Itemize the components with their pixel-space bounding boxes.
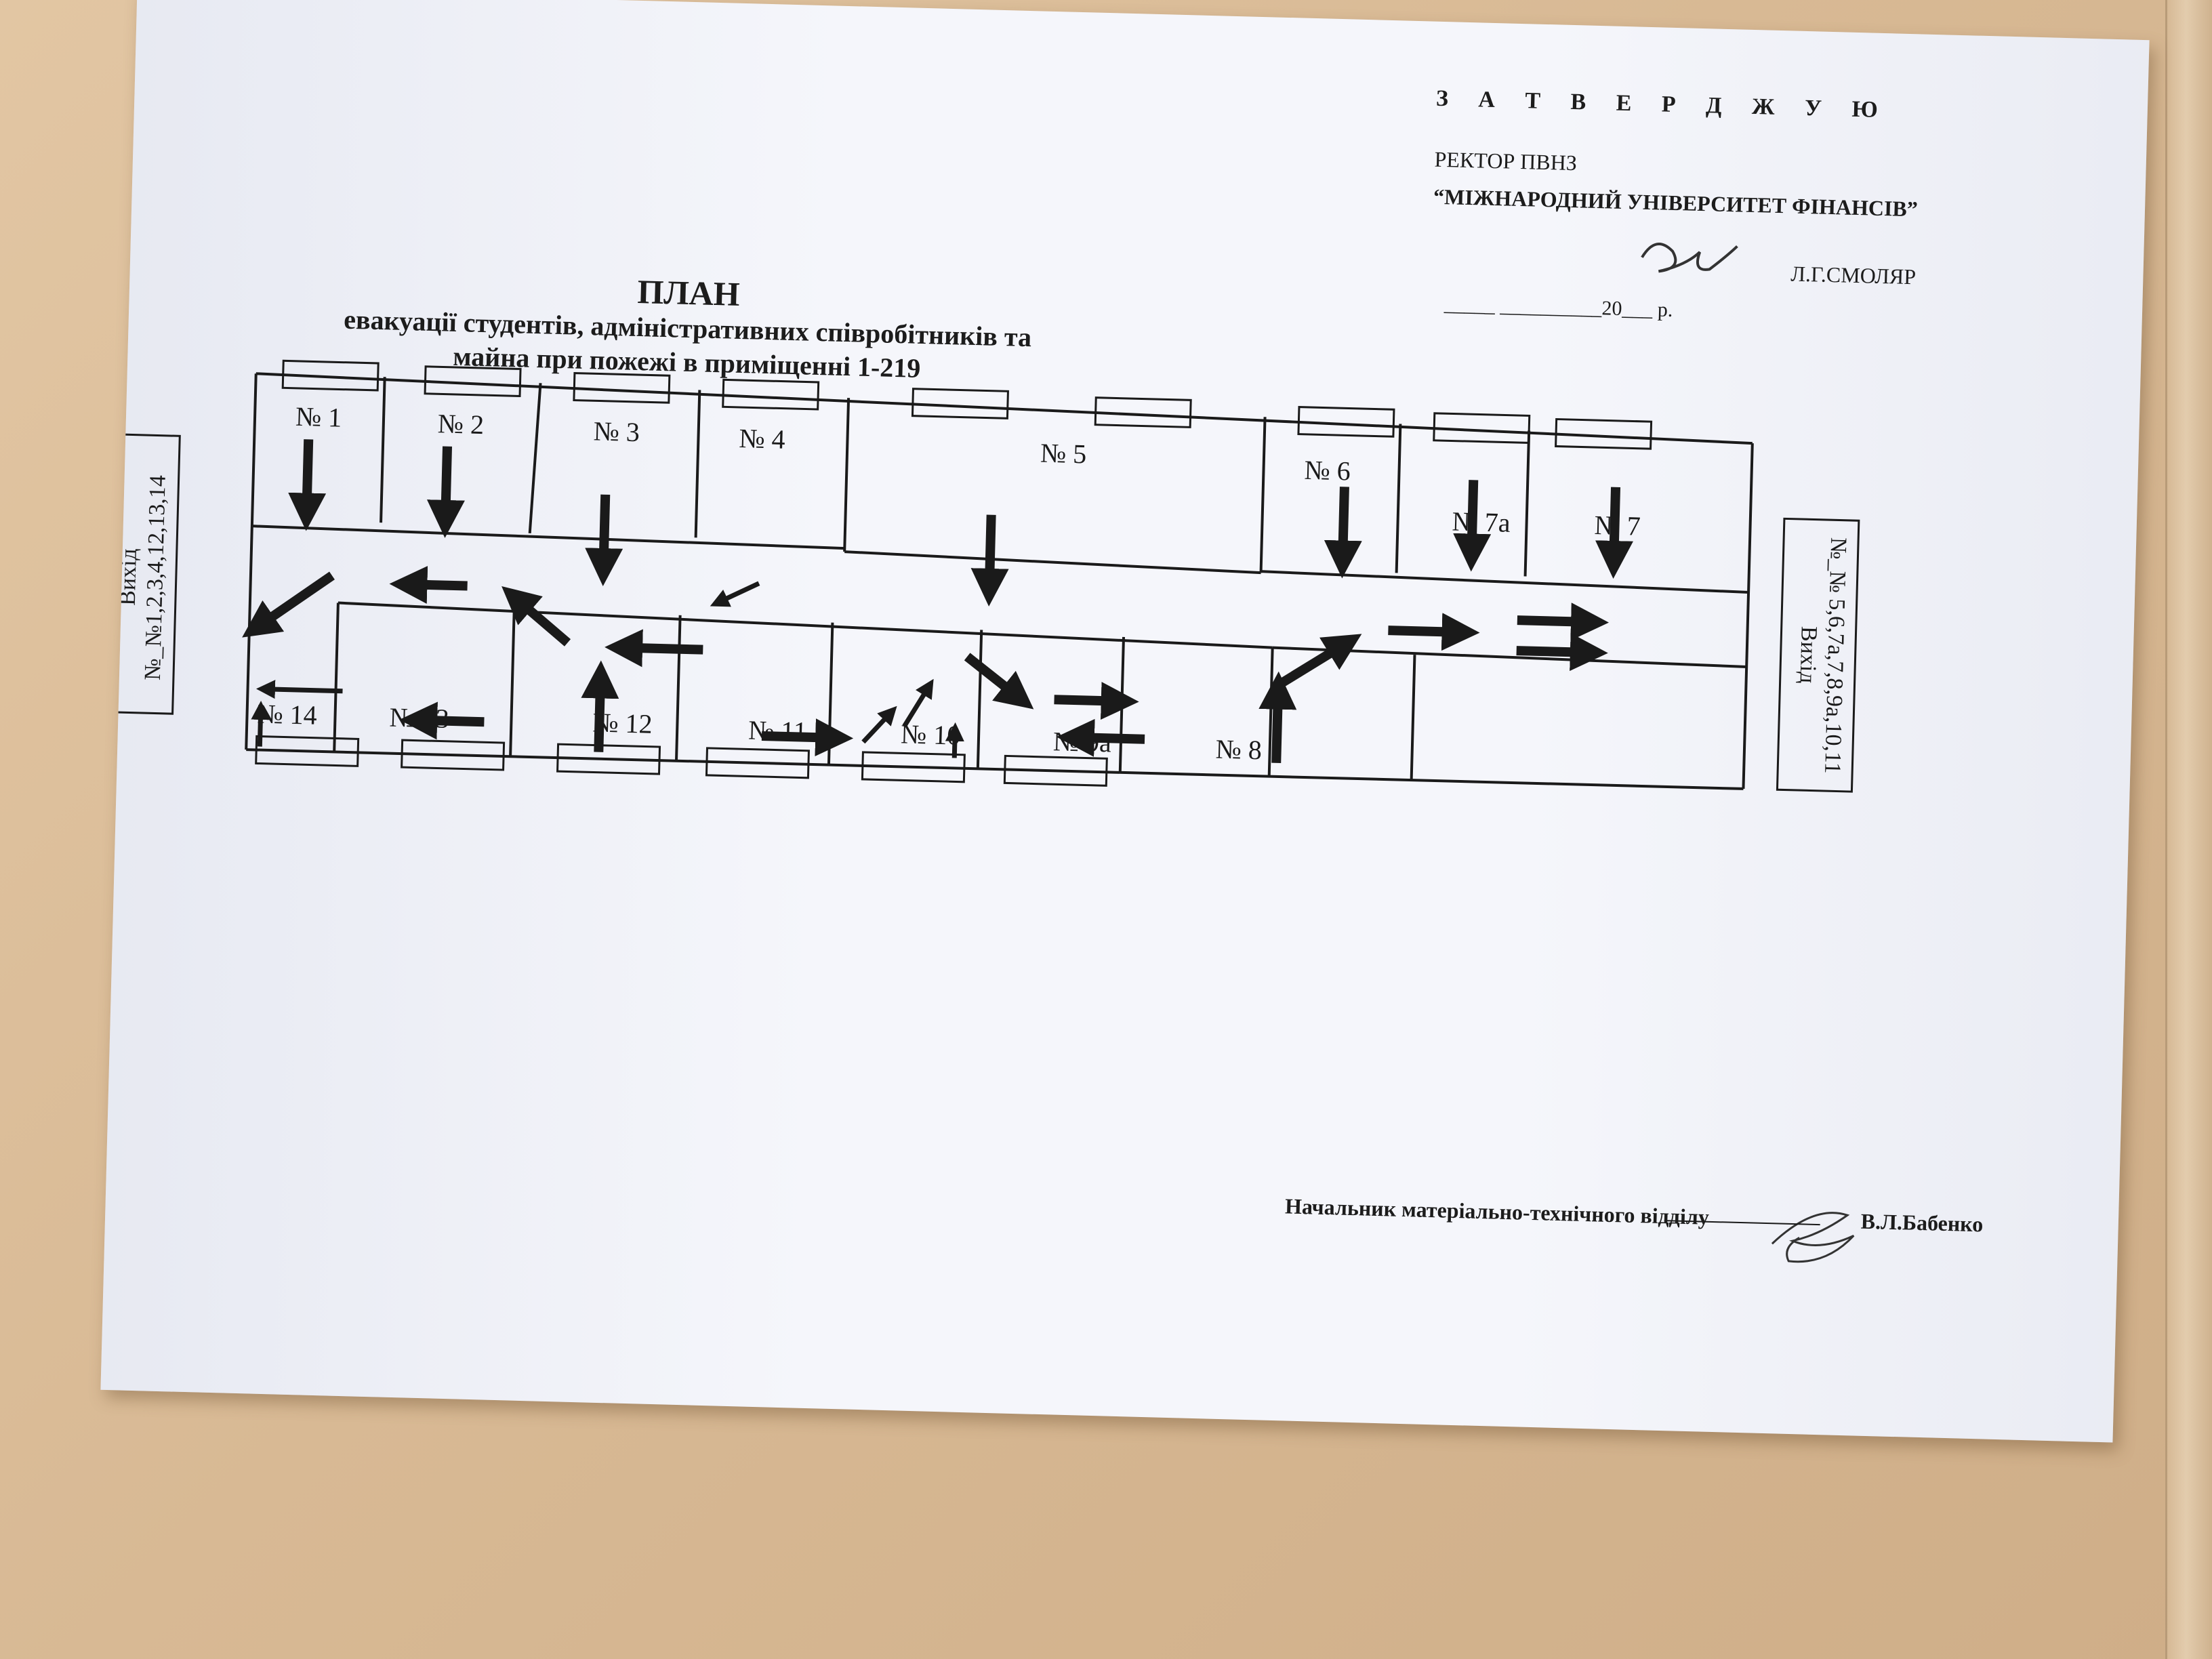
room-label: № 1 xyxy=(295,401,342,433)
evacuation-arrows xyxy=(242,439,1633,764)
evacuation-plan-sheet: З А Т В Е Р Д Ж У Ю РЕКТОР ПВНЗ “МІЖНАРО… xyxy=(100,0,2150,1443)
footer-name: В.Л.Бабенко xyxy=(1860,1208,1984,1237)
room-label: № 5 xyxy=(1040,438,1086,470)
room-label: № 4 xyxy=(739,423,785,455)
room-label: № 2 xyxy=(437,408,484,440)
exit-left-rooms: №_№1,2,3,4,12,13,14 xyxy=(140,475,171,681)
exit-right: Вихід №_№ 5,6,7а,7,8,9а,10,11 xyxy=(1776,517,1860,793)
room-label: № 3 xyxy=(593,415,640,447)
room-label: № 7а xyxy=(1452,506,1511,538)
rector-signature xyxy=(1641,243,1738,273)
room-label: № 14 xyxy=(257,698,317,730)
windows xyxy=(255,359,1653,787)
door-frame xyxy=(2165,0,2212,1659)
evacuation-arrows-small xyxy=(251,581,964,758)
building-walls xyxy=(245,372,1754,790)
manager-signature xyxy=(1771,1212,1855,1263)
room-label: № 6 xyxy=(1304,455,1351,487)
exit-right-title: Вихід xyxy=(1795,626,1822,684)
room-label: № 10 xyxy=(901,718,961,750)
exit-right-rooms: №_№ 5,6,7а,7,8,9а,10,11 xyxy=(1820,537,1851,775)
signature-underline xyxy=(1664,1220,1820,1226)
floor-plan-diagram: Вихід №_№1,2,3,4,12,13,14 Вихід №_№ 5,6,… xyxy=(100,243,1860,1263)
room-label: № 11 xyxy=(748,714,808,746)
room-label: № 8 xyxy=(1215,734,1262,766)
